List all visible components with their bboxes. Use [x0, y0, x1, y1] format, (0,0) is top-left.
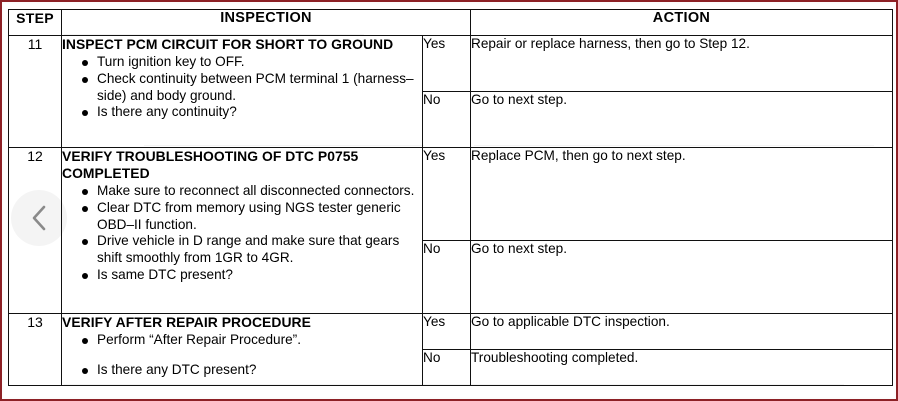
inspection-title: INSPECT PCM CIRCUIT FOR SHORT TO GROUND — [62, 36, 394, 52]
list-item: Is there any continuity? — [82, 104, 422, 121]
inspection-bullet-list: Turn ignition key to OFF. Check continui… — [62, 54, 422, 121]
answer-label-yes: Yes — [422, 35, 471, 92]
step-number: 13 — [8, 313, 62, 386]
inspection-bullet-list: Perform “After Repair Procedure”. Is the… — [62, 332, 422, 379]
inspection-title: VERIFY TROUBLESHOOTING OF DTC P0755 COMP… — [62, 148, 359, 181]
action-cell: Repair or replace harness, then go to St… — [470, 35, 893, 92]
action-cell: Go to next step. — [470, 91, 893, 148]
table-row: 13 VERIFY AFTER REPAIR PROCEDURE Perform… — [8, 313, 893, 386]
answer-label-yes: Yes — [422, 147, 471, 241]
action-cell: Go to applicable DTC inspection. — [470, 313, 893, 350]
table-row: No Go to next step. — [9, 240, 893, 314]
step-number: 12 — [8, 147, 62, 314]
inspection-cell: INSPECT PCM CIRCUIT FOR SHORT TO GROUND … — [61, 35, 423, 148]
action-cell: Troubleshooting completed. — [470, 349, 893, 386]
table-row: No Go to next step. — [9, 91, 893, 148]
list-item: Drive vehicle in D range and make sure t… — [82, 233, 422, 267]
column-header-action: ACTION — [470, 9, 893, 36]
action-cell: Go to next step. — [470, 240, 893, 314]
action-cell: Replace PCM, then go to next step. — [470, 147, 893, 241]
troubleshooting-table: STEP INSPECTION ACTION 11 INSPECT PCM CI… — [8, 9, 893, 386]
column-header-inspection: INSPECTION — [61, 9, 471, 36]
table-row: 12 VERIFY TROUBLESHOOTING OF DTC P0755 C… — [8, 147, 893, 314]
chevron-left-icon — [28, 203, 50, 233]
previous-page-button[interactable] — [11, 190, 67, 246]
column-header-step: STEP — [8, 9, 62, 36]
inspection-bullet-list: Make sure to reconnect all disconnected … — [62, 183, 422, 284]
inspection-cell: VERIFY AFTER REPAIR PROCEDURE Perform “A… — [61, 313, 423, 386]
list-item: Is there any DTC present? — [82, 362, 422, 379]
answer-label-yes: Yes — [422, 313, 471, 350]
list-item: Perform “After Repair Procedure”. — [82, 332, 422, 349]
list-item: Turn ignition key to OFF. — [82, 54, 422, 71]
answer-label-no: No — [422, 349, 471, 386]
page-paper: STEP INSPECTION ACTION 11 INSPECT PCM CI… — [4, 4, 894, 397]
table-header-row: STEP INSPECTION ACTION — [8, 9, 893, 36]
inspection-title: VERIFY AFTER REPAIR PROCEDURE — [62, 314, 311, 330]
step-number: 11 — [8, 35, 62, 148]
answer-label-no: No — [422, 240, 471, 314]
list-item: Make sure to reconnect all disconnected … — [82, 183, 422, 200]
answer-label-no: No — [422, 91, 471, 148]
table-row: No Troubleshooting completed. — [9, 349, 893, 386]
troubleshooting-table-wrapper: STEP INSPECTION ACTION 11 INSPECT PCM CI… — [8, 9, 893, 390]
inspection-cell: VERIFY TROUBLESHOOTING OF DTC P0755 COMP… — [61, 147, 423, 314]
list-item: Is same DTC present? — [82, 267, 422, 284]
table-row: 11 INSPECT PCM CIRCUIT FOR SHORT TO GROU… — [8, 35, 893, 148]
list-item: Clear DTC from memory using NGS tester g… — [82, 200, 422, 234]
list-item: Check continuity between PCM terminal 1 … — [82, 71, 422, 105]
